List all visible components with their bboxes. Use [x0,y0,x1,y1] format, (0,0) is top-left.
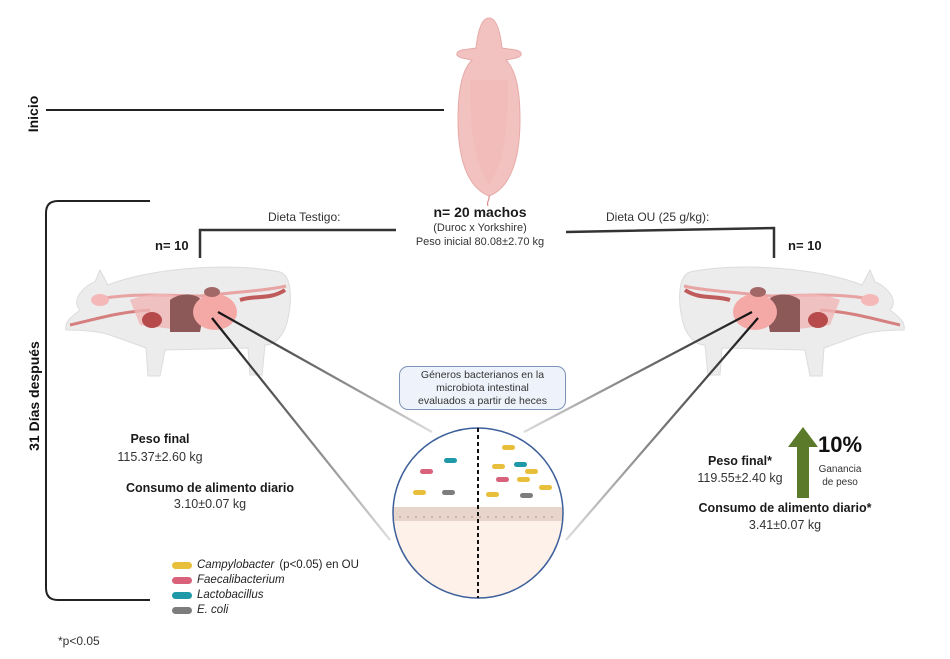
significance-footnote: *p<0.05 [58,634,100,648]
bacterium-campylobacter [517,477,530,482]
zoom-line-left-lower [211,317,391,541]
bacterium-faecalibacterium [420,469,433,474]
ecoli-swatch-icon [172,606,192,614]
info-box-line3: evaluados a partir de heces [418,394,547,407]
bacterium-campylobacter [525,469,538,474]
zoom-line-left-upper [217,311,433,433]
total-n-label: n= 20 machos [433,204,527,220]
control-final-weight-label: Peso final [130,432,190,446]
weight-gain-arrow-icon [788,427,818,498]
control-diet-label: Dieta Testigo: [268,210,341,224]
treatment-branch-line [565,226,776,258]
legend-label: Faecalibacterium [197,574,285,586]
treatment-n-label: n= 10 [788,238,822,253]
treatment-diet-label: Dieta OU (25 g/kg): [606,210,710,224]
bacterium-campylobacter [413,490,426,495]
bacterium-ecoli [442,490,455,495]
control-branch-line [198,228,396,258]
bacterium-ecoli [520,493,533,498]
pig-control-anatomy-icon [65,266,291,377]
bacterium-campylobacter [486,492,499,497]
bacterium-lactobacillus [514,462,527,467]
bacterium-faecalibacterium [496,477,509,482]
treatment-final-weight-label: Peso final* [708,454,772,468]
legend-label: Lactobacillus [197,589,264,601]
control-feed-label: Consumo de alimento diario [125,481,295,495]
legend-item-campylobacter: Campylobacter (p<0.05) en OU [172,559,359,571]
zoom-line-right-upper [523,311,753,433]
weight-gain-label-line1: Ganancia [818,464,862,475]
bacterium-lactobacillus [444,458,457,463]
initial-weight-label: Peso inicial 80.08±2.70 kg [415,236,545,248]
campylobacter-swatch-icon [172,561,192,569]
weight-gain-label-line2: de peso [822,477,858,488]
treatment-feed-label: Consumo de alimento diario* [698,501,872,515]
weight-gain-percent: 10% [818,432,863,457]
treatment-final-weight-value: 119.55±2.40 kg [697,471,783,485]
control-n-label: n= 10 [155,238,189,253]
pig-top-view-icon [456,17,522,207]
start-label: Inicio [25,95,41,133]
faecalibacterium-swatch-icon [172,576,192,584]
bacterium-campylobacter [492,464,505,469]
breed-label: (Duroc x Yorkshire) [433,222,527,234]
lactobacillus-swatch-icon [172,591,192,599]
treatment-feed-value: 3.41±0.07 kg [748,518,822,532]
legend-item-ecoli: E. coli [172,604,228,616]
zoom-line-right-lower [565,317,759,541]
gut-microbiota-circle [392,427,564,599]
bacterium-campylobacter [502,445,515,450]
legend-item-lactobacillus: Lactobacillus [172,589,263,601]
legend-item-faecalibacterium: Faecalibacterium [172,574,285,586]
info-box-line2: microbiota intestinal [436,381,529,394]
after-31-days-label: 31 Días después [26,341,42,451]
timeline-bracket [45,200,150,601]
control-final-weight-value: 115.37±2.60 kg [117,450,203,464]
bacterium-campylobacter [539,485,552,490]
microbiota-info-box: Géneros bacterianos en la microbiota int… [399,366,566,410]
legend-label: Campylobacter [197,559,275,571]
info-box-line1: Géneros bacterianos en la [420,368,545,381]
pig-treatment-anatomy-icon [679,266,905,377]
legend-note: (p<0.05) en OU [279,559,359,571]
legend-label: E. coli [197,604,229,616]
control-feed-value: 3.10±0.07 kg [173,497,247,511]
